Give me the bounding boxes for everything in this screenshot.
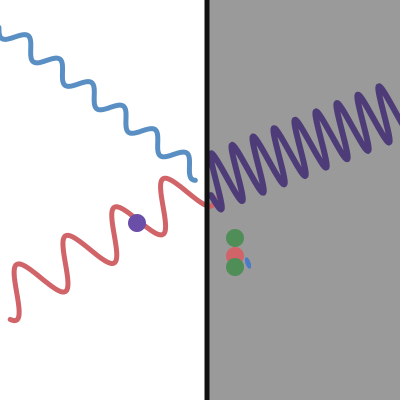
green-particle-top [226,229,244,247]
blue-particle [244,257,252,269]
transmitted-wave [207,83,400,213]
reflected-wave [7,175,217,324]
left-medium-background [0,0,207,400]
green-particle-bottom [226,258,244,276]
purple-particle [128,214,146,232]
incident-wave [0,25,198,183]
right-medium-region [207,0,400,400]
